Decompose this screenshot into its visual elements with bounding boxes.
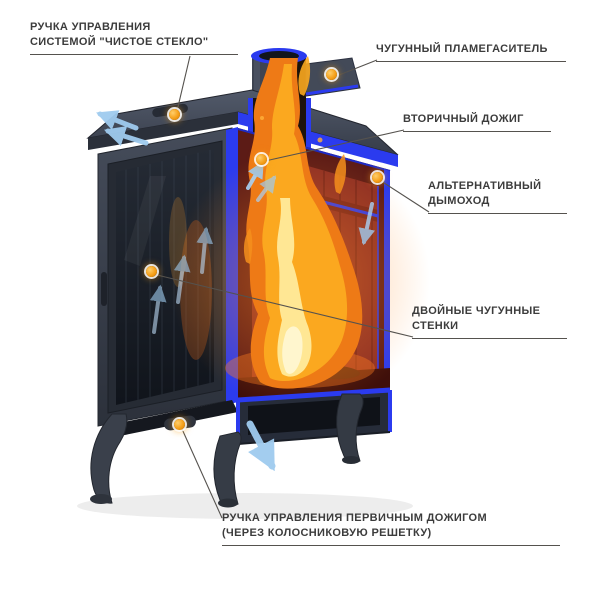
- left-leg: [90, 413, 128, 504]
- callout-text-line: ДВОЙНЫЕ ЧУГУННЫЕ: [412, 305, 541, 317]
- airflow-arrow: [173, 254, 191, 304]
- callout-text-line: ДЫМОХОД: [428, 195, 490, 207]
- airflow-arrow: [96, 110, 139, 131]
- callout-lines: [156, 55, 430, 519]
- airflow-arrow: [358, 202, 375, 246]
- callout-line-flame-arrester: [333, 59, 378, 78]
- callout-line-secondary-afterburn: [264, 129, 405, 162]
- middle-leg: [213, 431, 242, 507]
- callout-line-double-walls: [156, 274, 414, 338]
- callout-text-line: СТЕНКИ: [412, 320, 459, 332]
- callout-label-clean-glass-control: РУЧКА УПРАВЛЕНИЯ СИСТЕМОЙ "ЧИСТОЕ СТЕКЛО…: [30, 20, 238, 55]
- callout-line-clean-glass: [176, 55, 191, 112]
- callout-dot-flame-arrester: [326, 69, 337, 80]
- airflow-arrow: [246, 420, 276, 472]
- flame: [243, 58, 363, 389]
- callout-label-primary-afterburn-control: РУЧКА УПРАВЛЕНИЯ ПЕРВИЧНЫМ ДОЖИГОМ (ЧЕРЕ…: [222, 511, 560, 546]
- ground-shadow: [77, 493, 413, 519]
- callout-label-secondary-afterburn: ВТОРИЧНЫЙ ДОЖИГ: [403, 112, 551, 132]
- right-leg: [336, 393, 364, 464]
- callout-text-line: РУЧКА УПРАВЛЕНИЯ ПЕРВИЧНЫМ ДОЖИГОМ: [222, 512, 487, 524]
- callout-label-double-walls: ДВОЙНЫЕ ЧУГУННЫЕ СТЕНКИ: [412, 304, 567, 339]
- airflow-arrow: [149, 284, 167, 334]
- airflow-arrows: [96, 110, 375, 472]
- callout-dot-secondary-afterburn: [256, 154, 267, 165]
- callout-label-alternative-flue: АЛЬТЕРНАТИВНЫЙ ДЫМОХОД: [428, 179, 567, 214]
- callout-label-flame-arrester: ЧУГУННЫЙ ПЛАМЕГАСИТЕЛЬ: [376, 42, 566, 62]
- callout-line-alternative-flue: [380, 180, 430, 213]
- callout-dot-alternative-flue: [372, 172, 383, 183]
- airflow-arrow: [256, 175, 276, 202]
- callout-text-line: АЛЬТЕРНАТИВНЫЙ: [428, 180, 542, 192]
- callout-text-line: РУЧКА УПРАВЛЕНИЯ: [30, 21, 151, 33]
- callout-dot-double-walls: [146, 266, 157, 277]
- callout-text-line: СИСТЕМОЙ "ЧИСТОЕ СТЕКЛО": [30, 36, 209, 48]
- airflow-arrow: [196, 226, 214, 274]
- airflow-arrow: [103, 126, 149, 147]
- legs: [90, 393, 364, 508]
- callout-text-line: ЧУГУННЫЙ ПЛАМЕГАСИТЕЛЬ: [376, 43, 548, 55]
- callout-text-line: ВТОРИЧНЫЙ ДОЖИГ: [403, 113, 524, 125]
- callout-dot-clean-glass-control: [169, 109, 180, 120]
- callout-text-line: (ЧЕРЕЗ КОЛОСНИКОВУЮ РЕШЕТКУ): [222, 527, 432, 539]
- door-handle: [101, 272, 107, 306]
- callout-line-primary-control: [181, 428, 223, 519]
- callout-dot-primary-afterburn-control: [174, 419, 185, 430]
- airflow-arrow: [246, 161, 264, 190]
